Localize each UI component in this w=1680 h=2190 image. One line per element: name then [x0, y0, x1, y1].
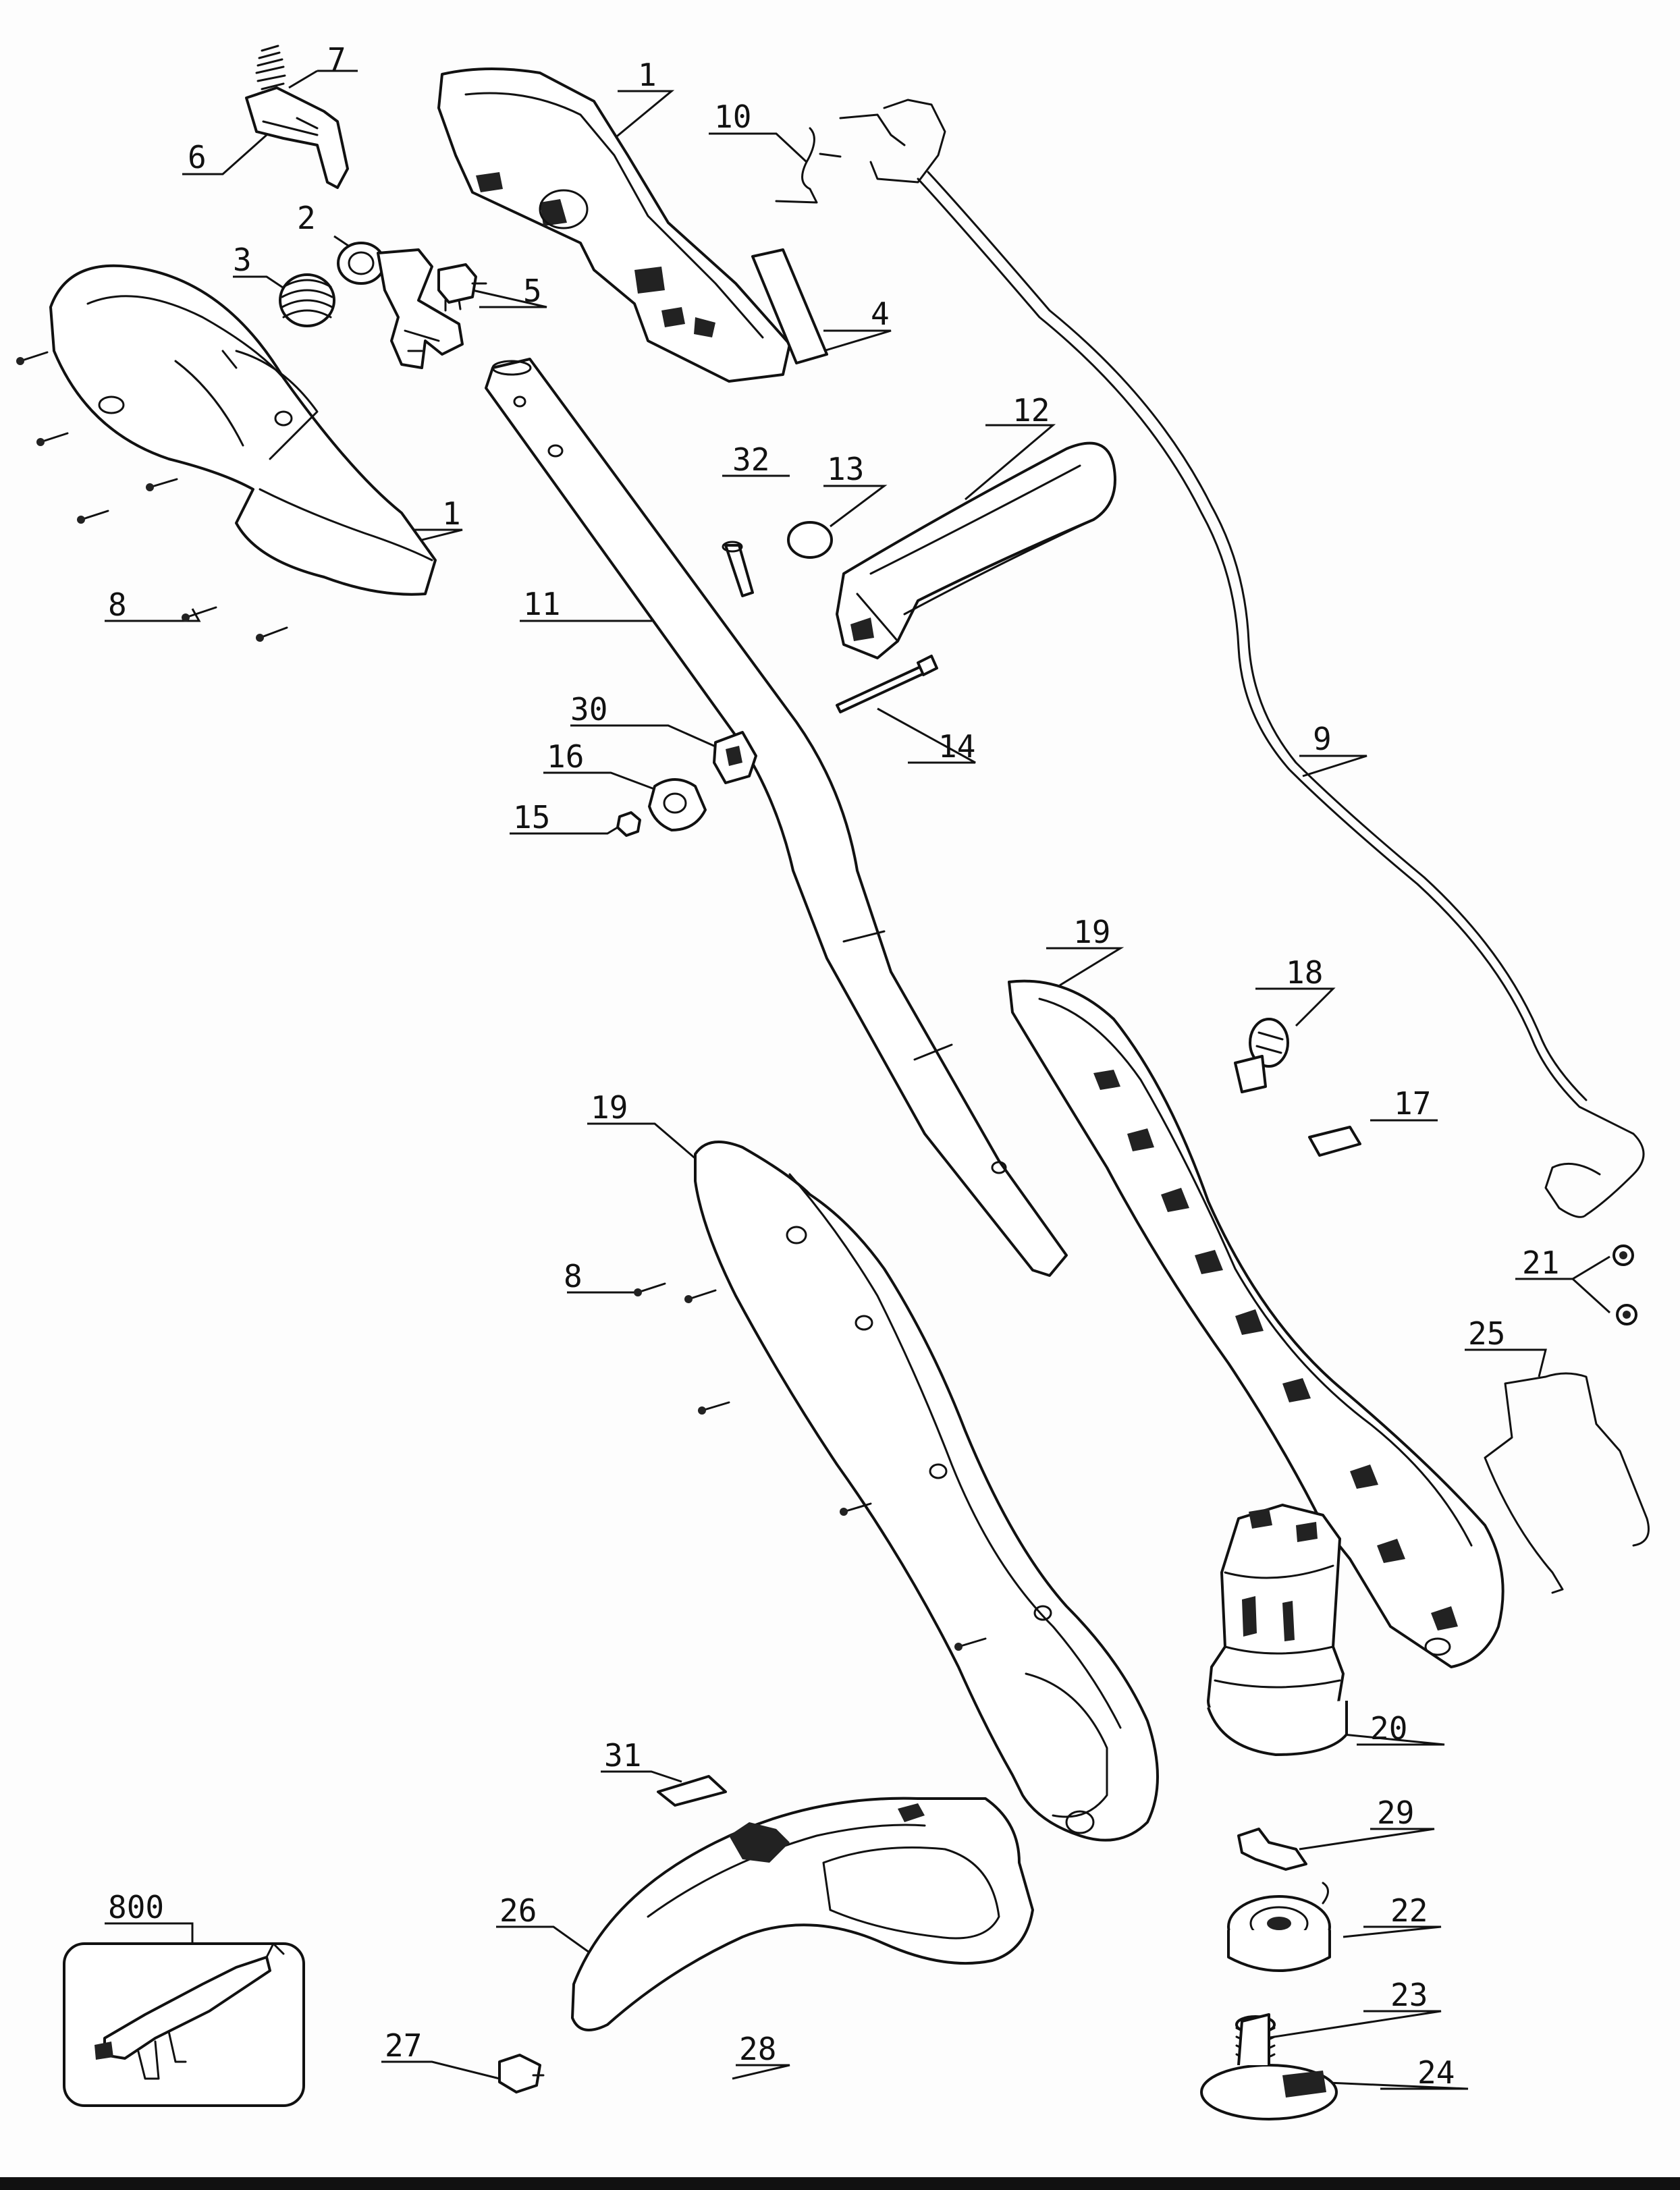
callout-26: 26: [499, 1892, 537, 1929]
part-26-guard: [571, 1797, 1034, 2031]
callout-2: 2: [297, 200, 316, 236]
part-1-handle-housing-right: [437, 67, 791, 383]
part-18-latch: [1234, 1018, 1289, 1093]
callout-25: 25: [1468, 1315, 1506, 1352]
callout-13: 13: [827, 451, 865, 487]
part-19-motor-housing-back: [1008, 979, 1505, 1668]
inset-800-spool-tool: [63, 1942, 305, 2107]
callout-19-upper: 19: [1073, 914, 1111, 950]
callout-3: 3: [233, 242, 252, 278]
callout-28: 28: [739, 2031, 777, 2067]
part-8-screws-upper: [16, 351, 288, 642]
callout-800: 800: [108, 1889, 165, 1925]
bottom-border-rule: [0, 2177, 1680, 2190]
callout-7: 7: [327, 41, 346, 78]
callout-22: 22: [1390, 1892, 1428, 1929]
callout-6: 6: [188, 139, 207, 175]
callout-18: 18: [1286, 954, 1324, 991]
leader-lines: [105, 70, 1611, 2090]
part-13-disc: [787, 521, 833, 559]
part-22-spool: [1227, 1882, 1331, 1972]
callout-1-upper: 1: [638, 57, 657, 93]
part-15-nut: [616, 811, 641, 837]
part-17-label: [1308, 1126, 1361, 1157]
callout-8-lower: 8: [564, 1258, 582, 1294]
callout-19-lower: 19: [591, 1089, 628, 1126]
callout-31: 31: [604, 1737, 642, 1774]
callout-9: 9: [1313, 721, 1332, 757]
callout-14: 14: [938, 728, 976, 765]
part-5-switch: [437, 263, 487, 312]
part-32-pin: [722, 541, 754, 597]
callout-11: 11: [523, 586, 561, 622]
callout-27: 27: [385, 2027, 423, 2064]
callout-15: 15: [513, 799, 551, 836]
part-25-edge-guide: [1484, 1372, 1650, 1594]
part-14-bolt: [836, 655, 938, 713]
part-31-label: [657, 1775, 727, 1807]
part-12-aux-handle: [836, 441, 1116, 659]
part-1-handle-housing-left: [49, 264, 437, 596]
part-11-tube: [485, 358, 1068, 1277]
part-2-actuator: [337, 242, 464, 369]
part-3-spring: [279, 273, 335, 327]
callout-23: 23: [1390, 1977, 1428, 2013]
callout-32: 32: [732, 441, 770, 478]
callout-17: 17: [1394, 1085, 1432, 1122]
part-27-28-clip: [498, 2054, 545, 2093]
callout-12: 12: [1012, 392, 1050, 429]
callout-10: 10: [714, 99, 752, 135]
part-20-motor: [1207, 1504, 1348, 1756]
part-9-power-cord: [839, 99, 1645, 1218]
part-30-clamp: [713, 731, 757, 784]
callout-29: 29: [1377, 1795, 1415, 1831]
callout-1-lower: 1: [442, 495, 461, 532]
part-24-spool-cap: [1200, 2013, 1338, 2120]
part-10-wire-clip: [775, 127, 842, 204]
part-21-caps: [1613, 1244, 1637, 1325]
callout-30: 30: [570, 691, 608, 728]
part-16-knob: [648, 778, 707, 831]
part-6-switch-lever: [245, 86, 349, 189]
part-7-spring: [255, 45, 286, 90]
callout-5: 5: [523, 273, 542, 309]
callout-20: 20: [1370, 1710, 1408, 1747]
part-8-screws-lower: [634, 1282, 987, 1651]
callout-21: 21: [1522, 1244, 1560, 1281]
callout-4: 4: [871, 296, 890, 332]
callout-8-upper: 8: [108, 586, 127, 623]
callout-16: 16: [547, 738, 585, 775]
callout-24: 24: [1417, 2054, 1455, 2091]
part-4-label: [751, 248, 828, 364]
part-19-motor-housing-front: [694, 1141, 1159, 1842]
part-29-cutoff-blade: [1237, 1828, 1307, 1871]
